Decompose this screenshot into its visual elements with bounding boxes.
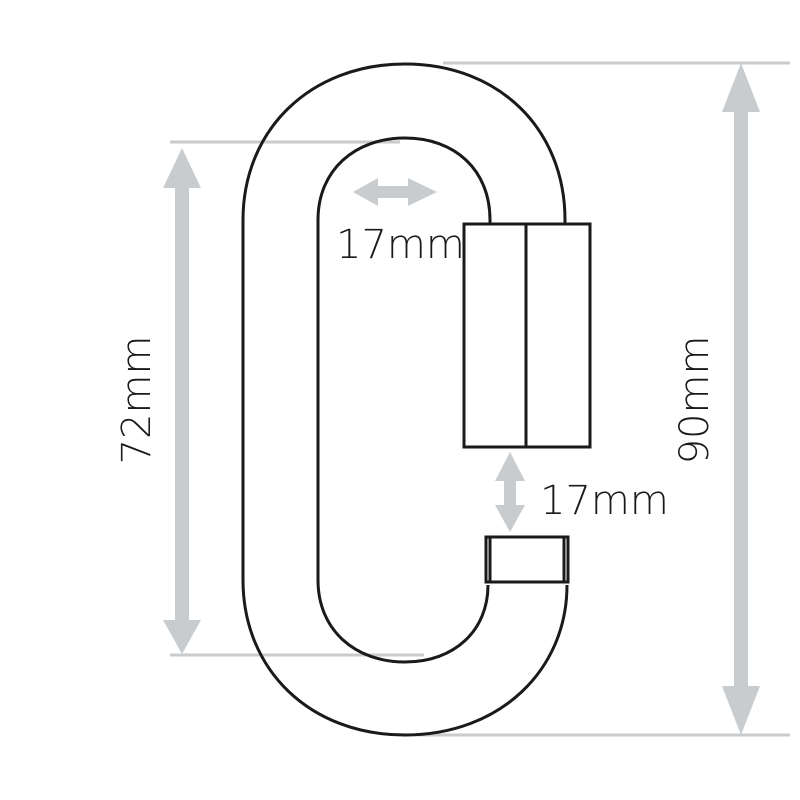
carabiner-outline [241, 62, 569, 737]
carabiner-inner-body [316, 136, 492, 664]
dimension-arrows [163, 63, 760, 735]
gate-thread-end [484, 535, 570, 584]
label-gate-opening: 17mm [540, 478, 669, 524]
arrow-90mm [722, 63, 760, 735]
carabiner-outer-body [241, 62, 569, 737]
label-total-height: 90mm [672, 336, 718, 465]
arrow-inner-width-17mm [353, 178, 437, 206]
gate-sleeve [462, 222, 592, 449]
arrow-gate-17mm [495, 452, 525, 532]
extension-lines [170, 61, 790, 737]
label-inner-width: 17mm [336, 222, 465, 268]
arrow-72mm [163, 148, 201, 654]
label-inner-height: 72mm [114, 336, 160, 465]
thread-end-body [484, 535, 570, 584]
